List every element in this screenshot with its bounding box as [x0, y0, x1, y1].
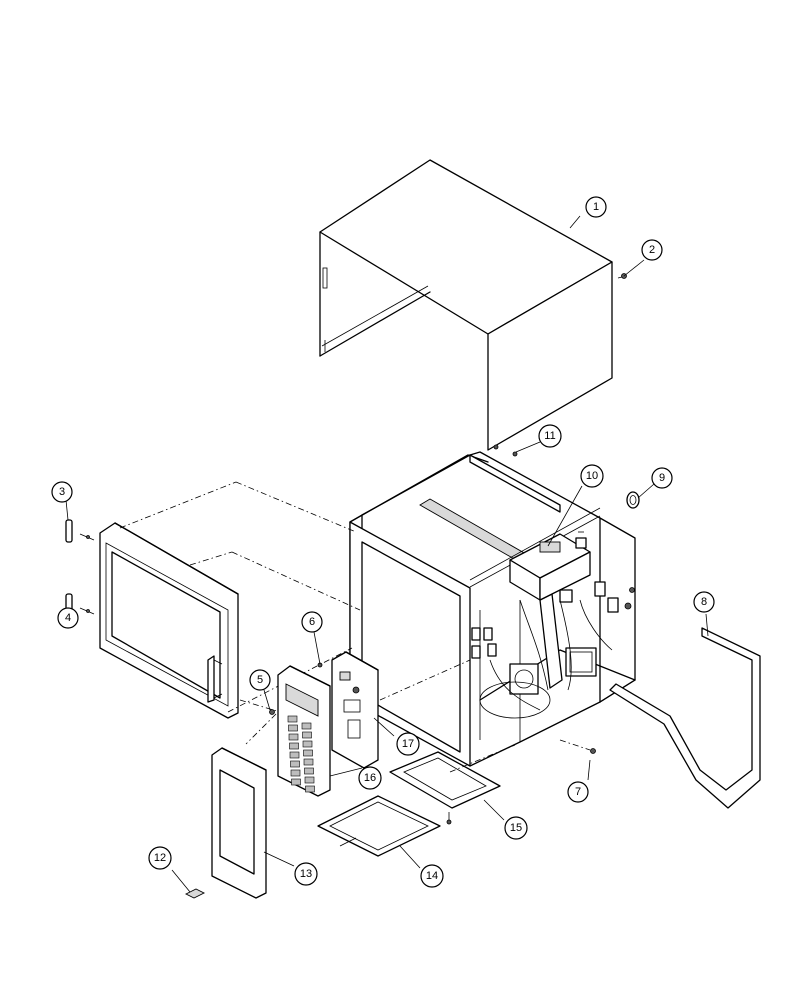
- keypad-key: [289, 751, 300, 759]
- callout-8: 8: [693, 591, 715, 613]
- callout-1: 1: [585, 196, 607, 218]
- svg-text:14: 14: [426, 870, 438, 882]
- callout-10: 10: [580, 464, 604, 488]
- keypad-key: [291, 778, 301, 786]
- keypad-key: [302, 740, 313, 748]
- control-keypad-panel: [245, 665, 331, 797]
- knob-part: [626, 491, 640, 509]
- callout-5: 5: [249, 669, 271, 691]
- svg-text:11: 11: [544, 430, 555, 442]
- keypad-key: [287, 715, 298, 723]
- keypad-key: [305, 785, 315, 793]
- keypad-key: [302, 731, 312, 739]
- svg-text:2: 2: [649, 244, 655, 256]
- svg-text:4: 4: [65, 612, 71, 624]
- callout-12: 12: [148, 846, 172, 870]
- svg-text:6: 6: [309, 616, 315, 628]
- keypad-key: [303, 758, 314, 766]
- bottom-tray-frame: [389, 744, 516, 825]
- door-choke-frame: [211, 747, 267, 899]
- glass-tray: [317, 795, 441, 857]
- cabinet-screw-top: [617, 273, 627, 279]
- keypad-key: [288, 724, 298, 732]
- svg-text:3: 3: [59, 486, 65, 498]
- svg-text:7: 7: [575, 786, 581, 798]
- keypad-key: [304, 776, 315, 784]
- svg-text:8: 8: [701, 596, 707, 608]
- panel-screw: [269, 709, 275, 715]
- keypad-key: [290, 769, 301, 777]
- callout-3: 3: [51, 481, 73, 503]
- keypad-key: [289, 742, 299, 750]
- svg-text:17: 17: [402, 738, 414, 750]
- keypad-key: [290, 760, 300, 768]
- callout-14: 14: [420, 864, 444, 888]
- callout-4: 4: [57, 607, 79, 629]
- svg-text:5: 5: [257, 674, 263, 686]
- callout-13: 13: [294, 862, 318, 886]
- svg-text:1: 1: [593, 201, 599, 213]
- svg-text:12: 12: [154, 852, 166, 864]
- control-circuit-board: [317, 651, 471, 769]
- door-clip-part: [184, 888, 206, 899]
- chassis-screw: [559, 739, 596, 754]
- svg-text:10: 10: [586, 470, 598, 482]
- keypad-key: [288, 733, 299, 741]
- keypad-keys: [287, 715, 315, 793]
- svg-text:15: 15: [510, 822, 522, 834]
- keypad-key: [303, 749, 313, 757]
- svg-text:16: 16: [364, 772, 376, 784]
- svg-text:13: 13: [300, 868, 312, 880]
- callout-15: 15: [504, 816, 528, 840]
- leader-lines: [65, 215, 709, 893]
- keypad-key: [301, 722, 312, 730]
- svg-text:9: 9: [659, 472, 665, 484]
- outer-cabinet-wrapper: [319, 159, 613, 451]
- keypad-key: [304, 767, 314, 775]
- callout-2: 2: [641, 239, 663, 261]
- door-hinge-top: [65, 519, 95, 543]
- trim-gasket-strip: [609, 627, 761, 809]
- cabinet-screw-bottom: [493, 444, 518, 457]
- callout-6: 6: [301, 611, 323, 633]
- callout-9: 9: [651, 467, 673, 489]
- callout-16: 16: [358, 766, 382, 790]
- callout-17: 17: [396, 732, 420, 756]
- callout-11: 11: [538, 424, 562, 448]
- callout-7: 7: [567, 781, 589, 803]
- oven-chassis: [349, 451, 636, 767]
